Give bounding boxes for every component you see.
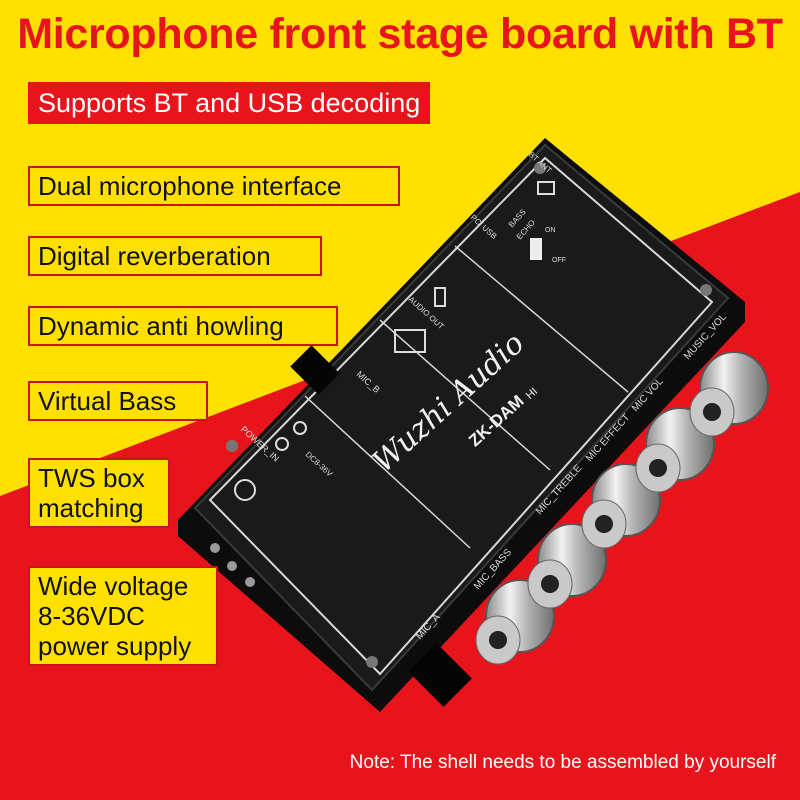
subtitle-banner: Supports BT and USB decoding — [28, 82, 431, 124]
assembly-note: Note: The shell needs to be assembled by… — [349, 752, 776, 773]
feature-reverb: Digital reverberation — [28, 236, 322, 276]
page-title: Microphone front stage board with BT — [17, 10, 783, 58]
knob-music-vol — [689, 351, 769, 437]
board-label-off: OFF — [552, 257, 566, 264]
feature-tws: TWS box matching — [28, 458, 170, 528]
knob-mic-treble — [527, 523, 607, 609]
board-label-on: ON — [545, 227, 556, 234]
feature-anti-howling: Dynamic anti howling — [28, 306, 338, 346]
feature-virtual-bass: Virtual Bass — [28, 381, 208, 421]
feature-voltage: Wide voltage 8-36VDC power supply — [28, 566, 218, 666]
feature-dual-mic: Dual microphone interface — [28, 166, 400, 206]
